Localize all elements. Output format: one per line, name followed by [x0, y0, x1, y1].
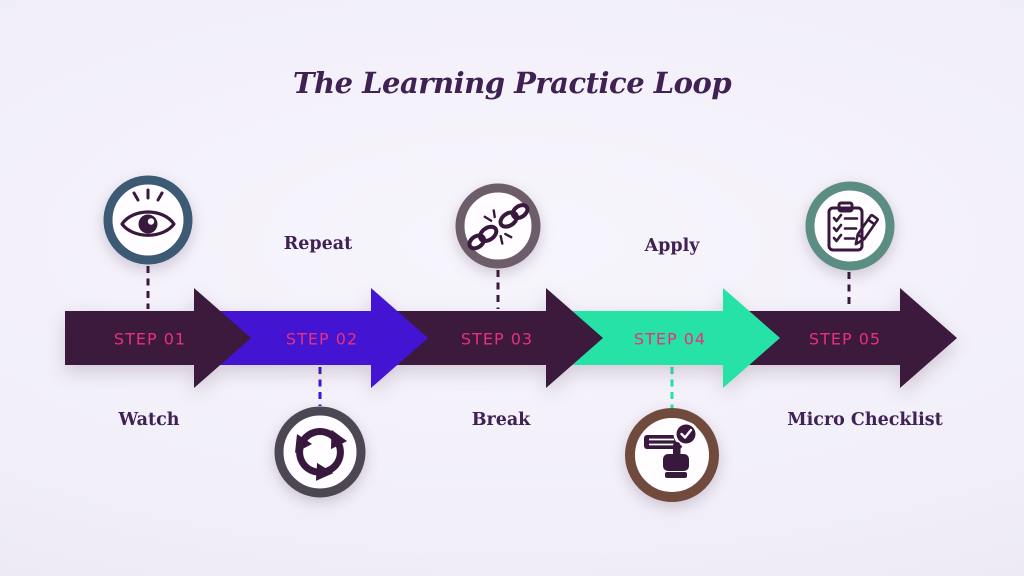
step-03-arrow — [360, 288, 603, 388]
step-05-icon-badge — [805, 181, 895, 271]
step-05-label: STEP 05 — [808, 329, 882, 349]
broken-chain-icon — [467, 203, 530, 251]
page-title: The Learning Practice Loop — [292, 66, 732, 100]
eye-icon — [120, 188, 176, 237]
step-03-label: STEP 03 — [460, 329, 534, 349]
arrow-timeline — [65, 288, 957, 388]
step-02-arrow — [185, 288, 428, 388]
step-04-name-label: Apply — [644, 236, 700, 256]
step-05-name-label: Micro Checklist — [787, 410, 943, 430]
step-01-label: STEP 01 — [113, 329, 187, 349]
step-01-name-label: Watch — [118, 410, 180, 430]
step-05-arrow — [710, 288, 957, 388]
step-02-icon-badge — [274, 406, 366, 498]
icon-badges — [103, 175, 895, 502]
step-04-arrow — [535, 288, 780, 388]
step-03-icon-badge — [455, 183, 541, 269]
step-02-name-label: Repeat — [283, 234, 353, 254]
step-02-label: STEP 02 — [285, 329, 359, 349]
step-04-label: STEP 04 — [633, 329, 707, 349]
step-01-arrow — [65, 288, 251, 388]
hand-press-check-icon — [644, 421, 699, 478]
connectors — [146, 266, 851, 408]
step-03-name-label: Break — [471, 410, 531, 430]
checklist-icon — [827, 201, 879, 252]
